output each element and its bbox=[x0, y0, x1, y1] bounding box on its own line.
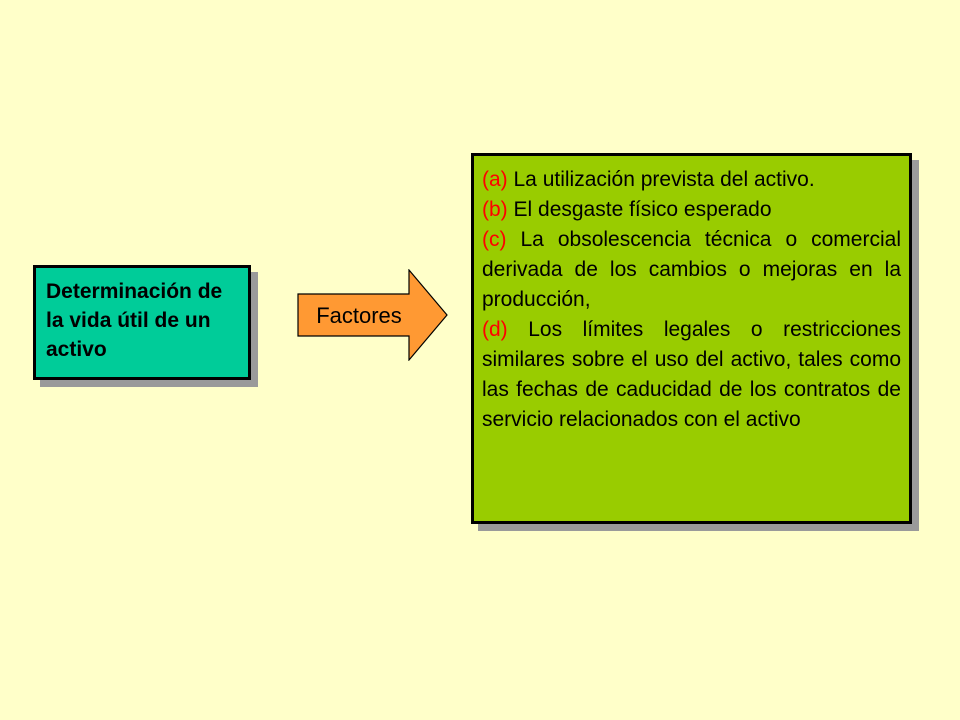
factor-marker: (c) bbox=[482, 228, 507, 251]
subject-box: Determinación de la vida útil de un acti… bbox=[33, 265, 251, 380]
factor-text: Los límites legales o restricciones simi… bbox=[482, 318, 901, 431]
factor-text: La utilización prevista del activo. bbox=[507, 168, 815, 191]
factor-marker: (d) bbox=[482, 318, 508, 341]
factores-label: Factores bbox=[316, 303, 402, 328]
factores-arrow bbox=[297, 269, 448, 361]
factor-item-d: (d) Los límites legales o restricciones … bbox=[482, 315, 901, 435]
factor-text: El desgaste físico esperado bbox=[507, 198, 772, 221]
subject-text: Determinación de la vida útil de un acti… bbox=[46, 280, 223, 361]
factor-item-c: (c) La obsolescencia técnica o comercial… bbox=[482, 225, 901, 315]
factor-item-a: (a) La utilización prevista del activo. bbox=[482, 165, 901, 195]
factor-marker: (b) bbox=[482, 198, 508, 221]
factor-text: La obsolescencia técnica o comercial der… bbox=[482, 228, 901, 311]
factor-marker: (a) bbox=[482, 168, 508, 191]
factors-box: (a) La utilización prevista del activo. … bbox=[471, 153, 912, 524]
factor-item-b: (b) El desgaste físico esperado bbox=[482, 195, 901, 225]
